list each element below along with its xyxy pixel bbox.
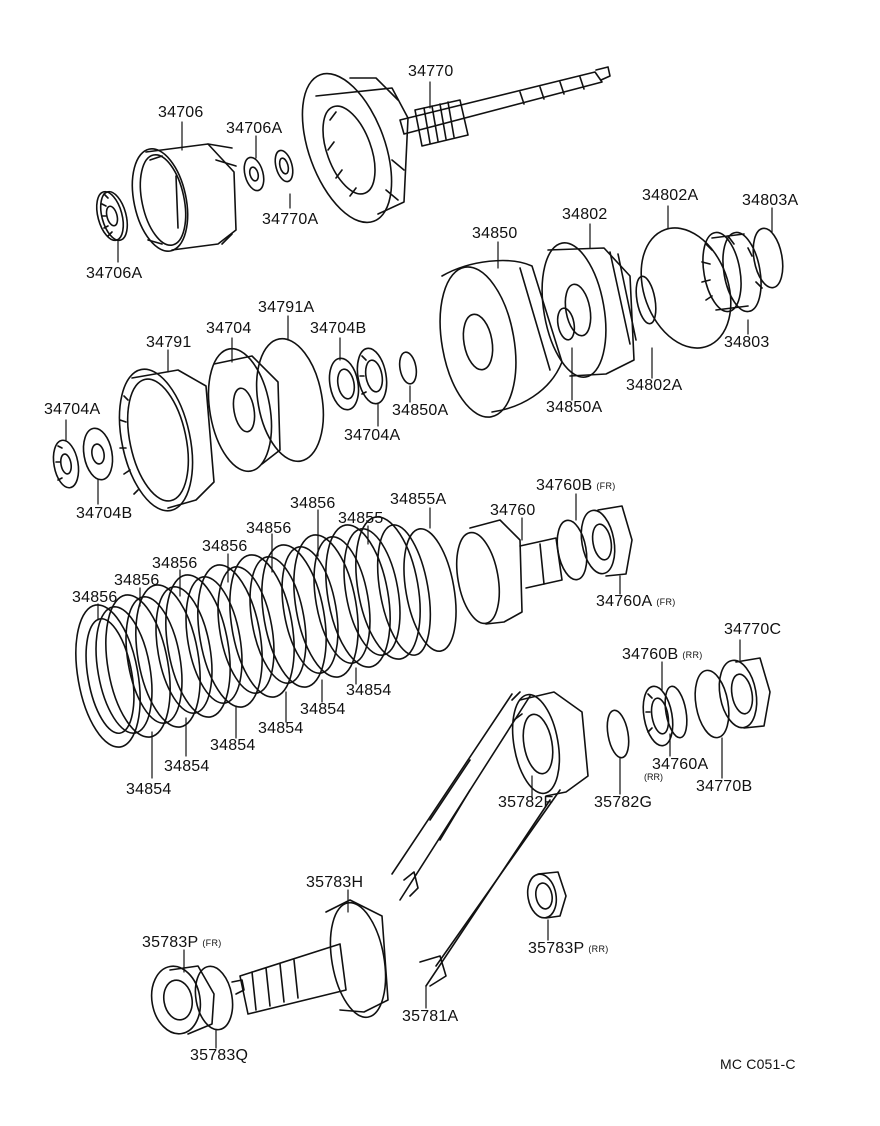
o-ring-34802A-small xyxy=(633,275,659,325)
label-35783P-rr: 35783P(RR) xyxy=(528,940,609,957)
clutch-discs-34854 xyxy=(87,524,408,737)
label-34770B: 34770B xyxy=(696,778,753,795)
label-34850A-right: 34850A xyxy=(546,399,603,416)
label-34856-5: 34856 xyxy=(114,572,160,589)
clutch-drum-34706 xyxy=(124,144,236,257)
label-34856-2: 34856 xyxy=(246,520,292,537)
label-35783Q: 35783Q xyxy=(190,1047,249,1064)
label-34791A: 34791A xyxy=(258,299,315,316)
drive-sprocket-35782F xyxy=(506,691,588,797)
bearing-35783P-fr xyxy=(146,962,214,1037)
label-34856-4: 34856 xyxy=(152,555,198,572)
clutch-plates-34856 xyxy=(66,512,430,752)
snap-ring-34760B-fr xyxy=(553,518,591,582)
label-34770: 34770 xyxy=(408,63,454,80)
thrust-bearing-34706A xyxy=(92,189,132,244)
label-34770C: 34770C xyxy=(724,621,782,638)
label-34854-2: 34854 xyxy=(300,701,346,718)
thrust-washer-34704B xyxy=(80,426,117,482)
bearing-34760A-rr xyxy=(639,684,677,748)
bearing-34760A-fr xyxy=(577,506,632,576)
label-34791: 34791 xyxy=(146,334,192,351)
clutch-drum-34791 xyxy=(108,363,214,518)
snap-ring-34760B-rr xyxy=(662,685,691,740)
label-35782G: 35782G xyxy=(594,794,653,811)
snap-ring-35783Q xyxy=(191,963,238,1032)
label-34760A-rr: 34760A xyxy=(652,756,709,773)
label-34704A-right: 34704A xyxy=(344,427,401,444)
label-34802: 34802 xyxy=(562,206,608,223)
label-34854-4: 34854 xyxy=(210,737,256,754)
label-34854-5: 34854 xyxy=(164,758,210,775)
label-34855: 34855 xyxy=(338,510,384,527)
label-34760B-rr: 34760B(RR) xyxy=(622,646,703,663)
label-34706: 34706 xyxy=(158,104,204,121)
label-34802A-top: 34802A xyxy=(642,187,699,204)
label-34854-6: 34854 xyxy=(126,781,172,798)
label-34854-3: 34854 xyxy=(258,720,304,737)
snap-ring-34850A-right xyxy=(555,307,576,341)
return-spring-34803 xyxy=(697,229,766,314)
snap-ring-35782G xyxy=(604,709,632,760)
label-34855A: 34855A xyxy=(390,491,447,508)
label-34854-1: 34854 xyxy=(346,682,392,699)
clutch-hub-34704 xyxy=(200,344,281,477)
label-34856-3: 34856 xyxy=(202,538,248,555)
drive-chain-35781A xyxy=(392,694,560,986)
label-34850: 34850 xyxy=(472,225,518,242)
label-35781A: 35781A xyxy=(402,1008,459,1025)
bearing-34770C xyxy=(714,657,770,730)
label-34760: 34760 xyxy=(490,502,536,519)
bearing-35783P-rr xyxy=(524,872,566,920)
label-34802A-bottom: 34802A xyxy=(626,377,683,394)
o-ring-34802A-large xyxy=(625,215,746,360)
clutch-hub-34760 xyxy=(450,520,562,627)
label-34856-1: 34856 xyxy=(290,495,336,512)
label-34770A: 34770A xyxy=(262,211,319,228)
snap-ring-34791A xyxy=(248,333,333,466)
snap-ring-34803A xyxy=(749,226,787,290)
clutch-piston-34802 xyxy=(533,238,636,382)
label-34760B-fr: 34760B(FR) xyxy=(536,477,616,494)
label-34704: 34704 xyxy=(206,320,252,337)
label-34704A-left: 34704A xyxy=(44,401,101,418)
label-34760A-rr-qualifier: (RR) xyxy=(644,772,663,782)
leader-lines xyxy=(66,82,772,1048)
snap-ring-34850A-mid xyxy=(397,351,418,385)
snap-ring-34770B xyxy=(690,668,733,741)
label-34704B-top: 34704B xyxy=(310,320,367,337)
snap-ring-34855A xyxy=(396,525,465,655)
label-34706A-bottom: 34706A xyxy=(86,265,143,282)
thrust-bearing-34704A-left xyxy=(50,438,82,489)
clutch-drum-34850 xyxy=(429,261,562,424)
flange-34855 xyxy=(369,521,439,659)
label-34850A-mid: 34850A xyxy=(392,402,449,419)
label-34856-6: 34856 xyxy=(72,589,118,606)
thrust-washer-34770A xyxy=(272,148,296,183)
label-35783H: 35783H xyxy=(306,874,364,891)
label-34803A: 34803A xyxy=(742,192,799,209)
driven-sprocket-35783H xyxy=(232,898,394,1021)
label-34706A-top: 34706A xyxy=(226,120,283,137)
label-34760A-fr: 34760A(FR) xyxy=(596,593,676,610)
thrust-bearing-34704A-right xyxy=(353,346,390,406)
label-35782F: 35782F xyxy=(498,794,554,811)
drawing-code: MC C051-C xyxy=(720,1056,796,1072)
input-shaft-34770 xyxy=(285,62,610,235)
label-35783P-fr: 35783P(FR) xyxy=(142,934,222,951)
thrust-washer-34706A xyxy=(241,155,267,193)
label-34803: 34803 xyxy=(724,334,770,351)
label-34704B-bottom: 34704B xyxy=(76,505,133,522)
